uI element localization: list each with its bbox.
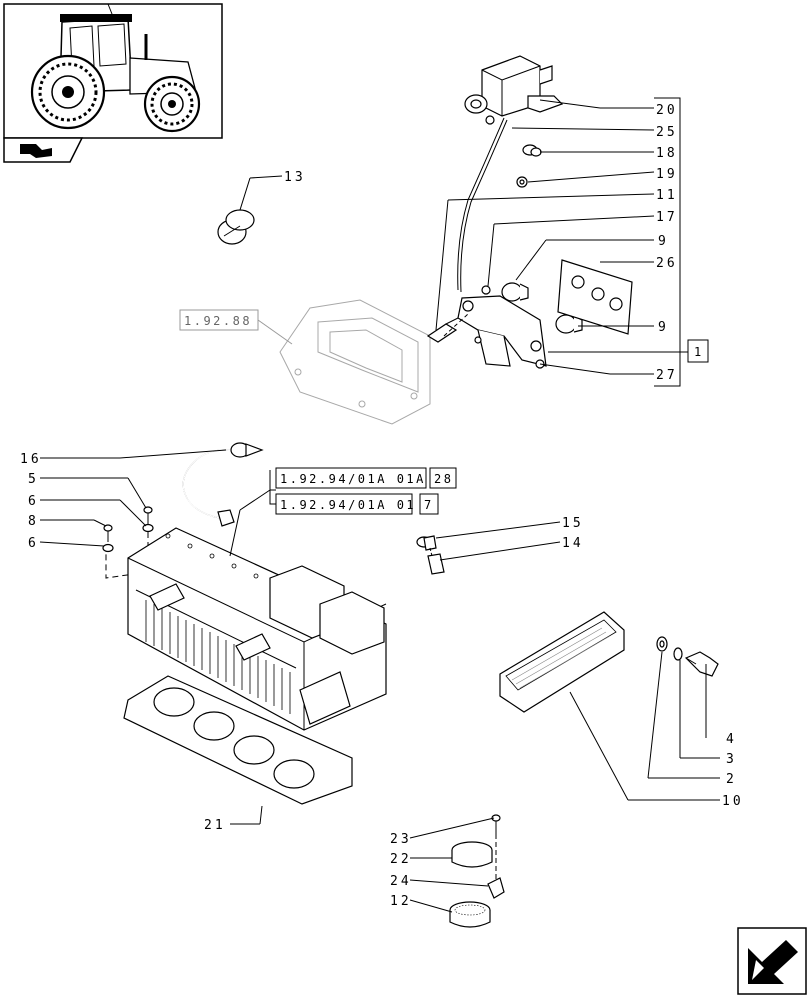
callout-25[interactable]: 25	[656, 125, 678, 140]
callout-27[interactable]: 27	[656, 368, 678, 383]
clip-24[interactable]	[487, 877, 505, 899]
control-cable	[457, 117, 505, 291]
callout-10[interactable]: 10	[722, 794, 744, 809]
connector-15[interactable]	[416, 535, 437, 551]
callout-21[interactable]: 21	[204, 818, 226, 833]
heater-housing-ghost	[257, 299, 431, 425]
group-label: 1	[694, 345, 704, 359]
callout-11[interactable]: 11	[656, 188, 678, 203]
knob-9-lower[interactable]	[555, 314, 583, 334]
cap-22[interactable]	[451, 841, 493, 868]
bracket-27[interactable]	[457, 295, 547, 369]
heater-unit[interactable]	[127, 527, 387, 731]
callout-24[interactable]: 24	[390, 874, 412, 889]
filter-element-12[interactable]	[449, 901, 491, 928]
sensor-16[interactable]	[182, 442, 264, 527]
callout-15[interactable]: 15	[562, 516, 584, 531]
clip-18[interactable]	[522, 144, 542, 157]
ref-label-1-92-88: 1.92.88	[184, 314, 252, 328]
gasket-21[interactable]	[123, 675, 353, 805]
callout-19[interactable]: 19	[656, 167, 678, 182]
callouts: 20 25 18 19 11 17 9 26 9 27 13 16 5 6 8 …	[20, 103, 744, 909]
callout-4[interactable]: 4	[726, 732, 737, 747]
knob-13[interactable]	[217, 209, 255, 245]
grommet-17[interactable]	[481, 285, 491, 295]
book-icon	[20, 144, 52, 158]
ref-label-1-92-94-01a-01a: 1.92.94/01A 01A	[280, 472, 426, 486]
washer-2[interactable]	[656, 636, 668, 652]
callout-8[interactable]: 8	[28, 514, 39, 529]
callout-12[interactable]: 12	[390, 894, 412, 909]
nut-19[interactable]	[516, 176, 528, 188]
group-bracket	[654, 97, 681, 387]
callout-18[interactable]: 18	[656, 146, 678, 161]
callout-6-upper[interactable]: 6	[28, 494, 39, 509]
callout-6-lower[interactable]: 6	[28, 536, 39, 551]
washer-6-lower[interactable]	[102, 543, 114, 553]
tractor-thumbnail[interactable]	[3, 3, 223, 163]
knob-9-upper[interactable]	[501, 282, 529, 302]
next-page-arrow-icon[interactable]	[737, 927, 807, 995]
filter-10[interactable]	[499, 611, 625, 713]
callout-5[interactable]: 5	[28, 472, 39, 487]
ref-box-1-92-88[interactable]: 1.92.88	[179, 309, 259, 331]
callout-9-upper[interactable]: 9	[658, 234, 669, 249]
callout-20[interactable]: 20	[656, 103, 678, 118]
callout-23[interactable]: 23	[390, 832, 412, 847]
plate-26[interactable]	[557, 259, 633, 335]
ref-box-1-92-94-01a-01a[interactable]: 1.92.94/01A 01A 28	[269, 467, 457, 491]
group-box[interactable]: 1	[687, 339, 709, 363]
washer-3[interactable]	[673, 647, 683, 661]
knob-screw-4[interactable]	[684, 651, 719, 677]
callout-16[interactable]: 16	[20, 452, 42, 467]
ref-box-1-92-94-01a-01[interactable]: 1.92.94/01A 01 7	[269, 490, 439, 515]
callout-2[interactable]: 2	[726, 772, 737, 787]
cable-end-11[interactable]	[426, 317, 459, 343]
water-valve[interactable]	[464, 55, 564, 125]
connector-14[interactable]	[427, 553, 445, 575]
callout-3[interactable]: 3	[726, 752, 737, 767]
callout-9-lower[interactable]: 9	[658, 320, 669, 335]
callout-17[interactable]: 17	[656, 210, 678, 225]
callout-22[interactable]: 22	[390, 852, 412, 867]
ref-count-7: 7	[424, 498, 434, 512]
washer-6-upper[interactable]	[142, 523, 154, 533]
ref-label-1-92-94-01a-01: 1.92.94/01A 01	[280, 498, 416, 512]
callout-13[interactable]: 13	[284, 170, 306, 185]
bolt-8[interactable]	[103, 524, 113, 542]
bolt-5[interactable]	[143, 506, 153, 524]
callout-26[interactable]: 26	[656, 256, 678, 271]
callout-14[interactable]: 14	[562, 536, 584, 551]
leader-lines	[39, 99, 720, 913]
ref-count-28: 28	[434, 472, 453, 486]
